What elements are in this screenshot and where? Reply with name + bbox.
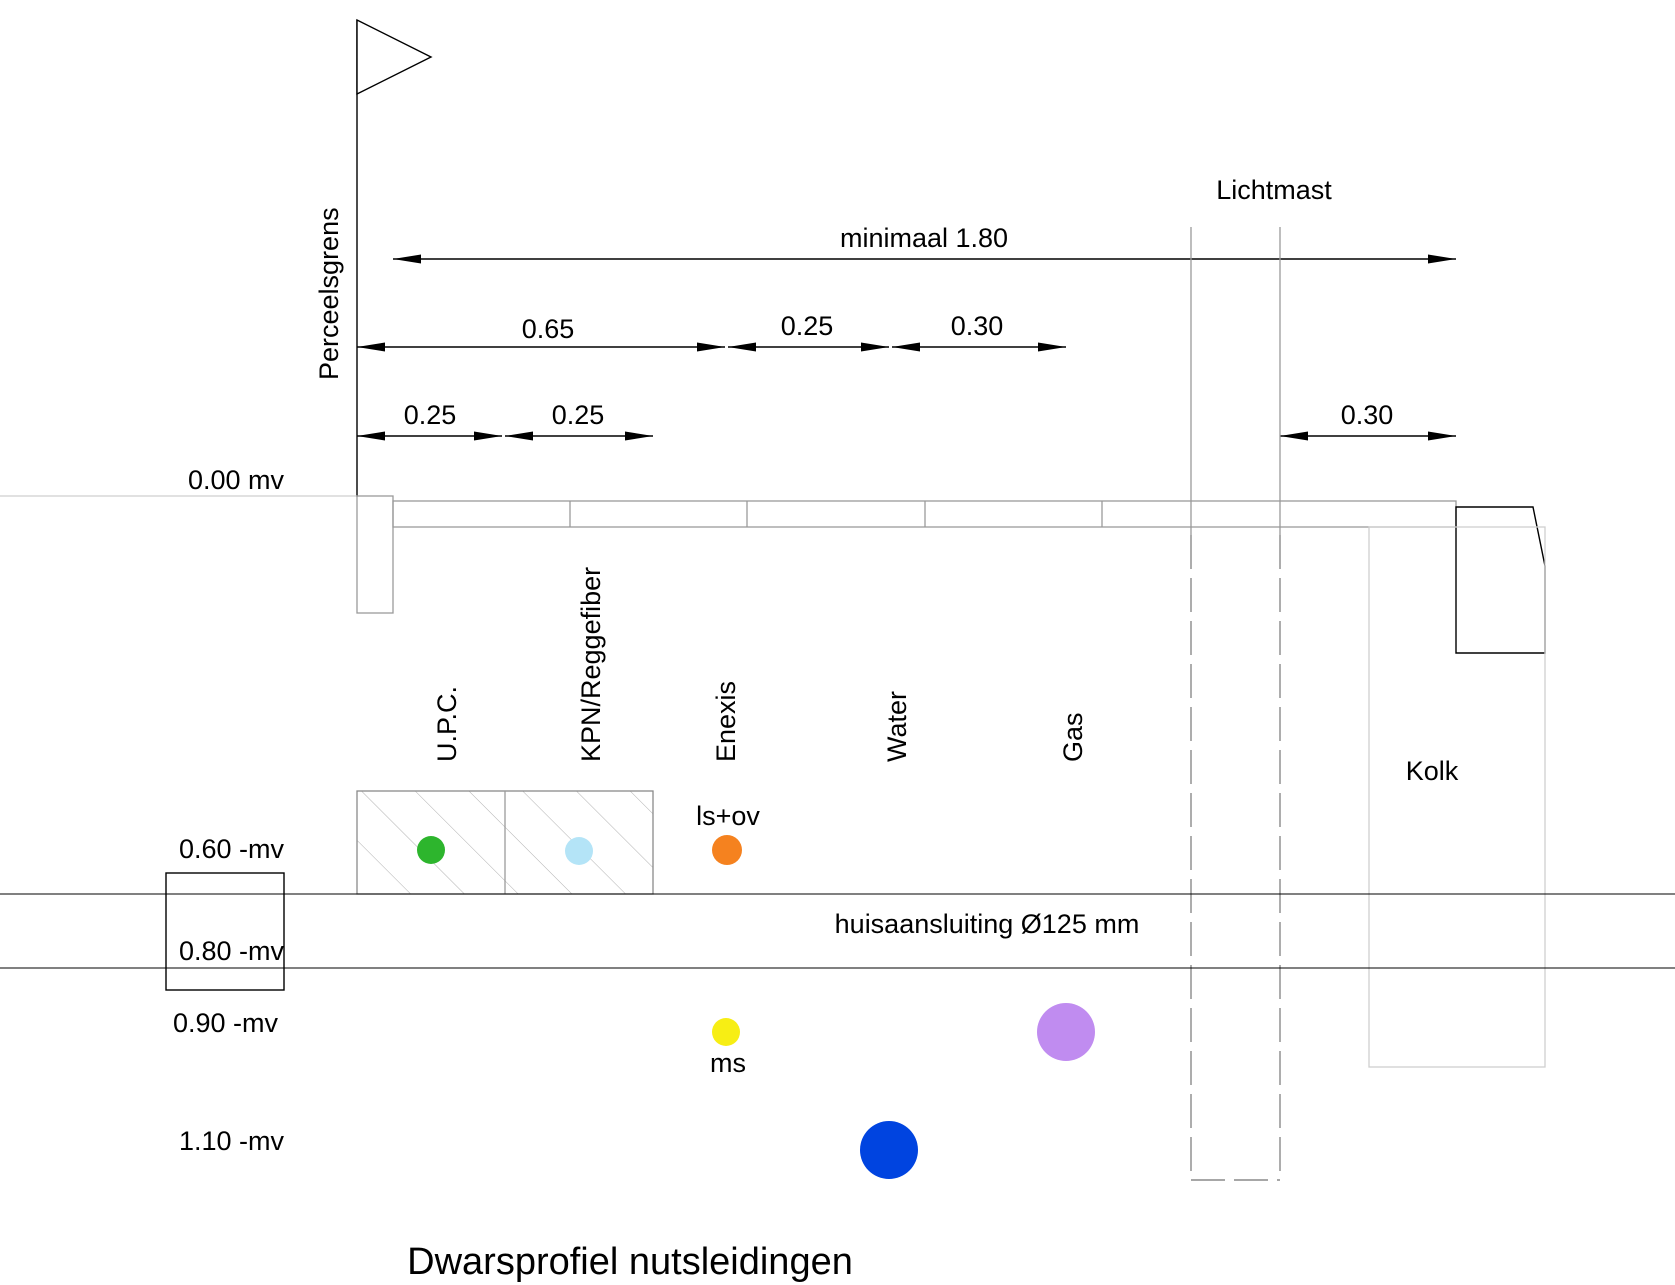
dimension-lines (357, 254, 1456, 441)
dim-025-a-line (357, 431, 502, 441)
gas-pipe-dot (1037, 1003, 1095, 1061)
kpn-cable-dot (565, 837, 593, 865)
dim-025-mid-line (728, 342, 889, 352)
lichtmast-label: Lichtmast (1216, 175, 1332, 205)
ls-ov-cable-dot (712, 835, 742, 865)
huisaansluiting-pipe (0, 893, 1675, 969)
dim-025-b-line-arrow-end (625, 431, 653, 441)
dim-minimaal-label: minimaal 1.80 (840, 223, 1008, 253)
dim-030-mid-line-arrow-start (892, 342, 920, 352)
dim-025-mid-line-arrow-start (728, 342, 756, 352)
lichtmast-outline (1190, 227, 1281, 1181)
dim-minimaal-line (393, 254, 1456, 264)
water-pipe-dot (860, 1121, 918, 1179)
ms-cable-dot (712, 1018, 740, 1046)
dim-065-line (357, 342, 725, 352)
kpn-label: KPN/Reggefiber (576, 567, 606, 762)
dim-030-mid-label: 0.30 (951, 311, 1004, 341)
dim-030-right-line-arrow-start (1280, 431, 1308, 441)
dim-025-b-line-arrow-start (505, 431, 533, 441)
dim-025-mid-label: 0.25 (781, 311, 834, 341)
dim-065-line-arrow-start (357, 342, 385, 352)
water-label: Water (882, 691, 912, 762)
upc-cable-dot (417, 836, 445, 864)
dim-065-label: 0.65 (522, 314, 575, 344)
dim-025-mid-line-arrow-end (861, 342, 889, 352)
dim-030-mid-line-arrow-end (1038, 342, 1066, 352)
dim-minimaal-line-arrow-start (393, 254, 421, 264)
dim-025-a-line-arrow-end (474, 431, 502, 441)
huisaansluiting-label: huisaansluiting Ø125 mm (835, 909, 1140, 939)
dim-025-b-label: 0.25 (552, 400, 605, 430)
level-000-mv: 0.00 mv (188, 465, 285, 495)
level-060-mv: 0.60 -mv (179, 834, 285, 864)
dim-minimaal-line-arrow-end (1428, 254, 1456, 264)
ms-label: ms (710, 1048, 746, 1078)
kolk-label: Kolk (1406, 756, 1459, 786)
enexis-label: Enexis (711, 681, 741, 762)
dim-025-b-line (505, 431, 653, 441)
ls-ov-label: ls+ov (696, 801, 760, 831)
dim-025-a-line-arrow-start (357, 431, 385, 441)
dim-030-right-line-arrow-end (1428, 431, 1456, 441)
gas-label: Gas (1058, 712, 1088, 762)
dim-025-a-label: 0.25 (404, 400, 457, 430)
dim-030-right-line (1280, 431, 1456, 441)
diagram-title: Dwarsprofiel nutsleidingen (407, 1241, 853, 1283)
cable-ducts (356, 790, 654, 895)
dim-065-line-arrow-end (697, 342, 725, 352)
dim-030-right-label: 0.30 (1341, 400, 1394, 430)
level-090-mv: 0.90 -mv (173, 1008, 279, 1038)
perceelsgrens-label: Perceelsgrens (314, 207, 344, 380)
dim-030-mid-line (892, 342, 1066, 352)
level-080-mv: 0.80 -mv (179, 936, 285, 966)
pavement (356, 495, 1457, 614)
perceelsgrens-flag (356, 18, 433, 497)
level-110-mv: 1.10 -mv (179, 1126, 285, 1156)
kolk-shape (1368, 506, 1546, 1068)
level-box (165, 872, 285, 991)
upc-label: U.P.C. (432, 686, 462, 762)
